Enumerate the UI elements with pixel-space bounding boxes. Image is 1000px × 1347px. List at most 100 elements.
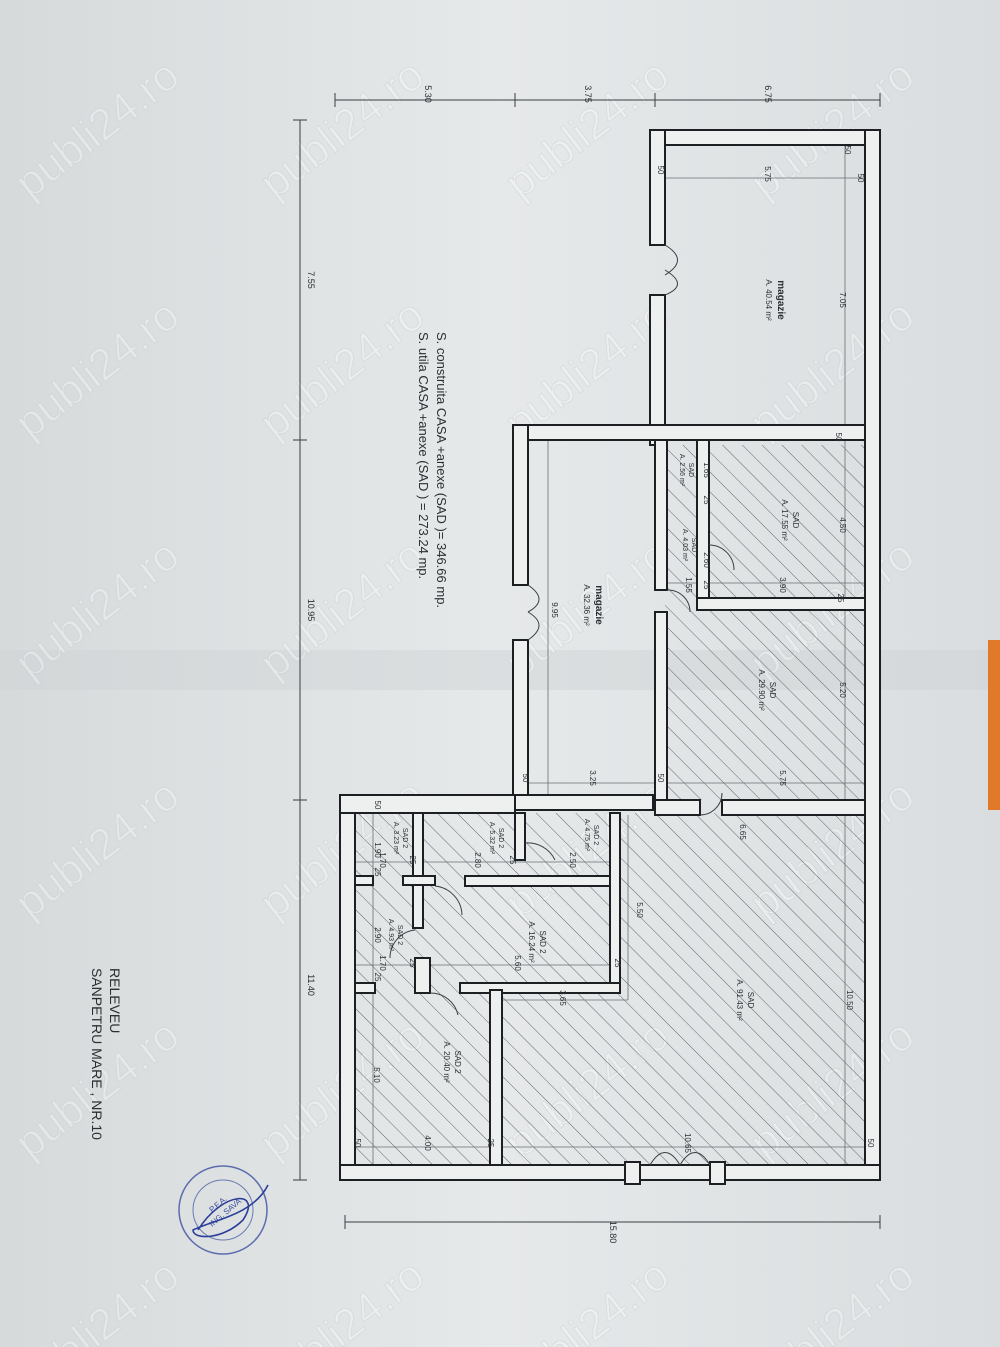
room-area: A. 5.32 m² <box>488 822 495 855</box>
dimension-label: 50 <box>373 801 382 810</box>
hatched-areas <box>355 445 865 1165</box>
room-label-sad-91-43: SAD A. 91.43 m² <box>735 979 755 1021</box>
dimension-label: 25 <box>373 868 382 877</box>
dimension-label: 25 <box>373 973 382 982</box>
room-area: A. 29.90 m² <box>757 669 766 711</box>
dimension-label: 25 <box>408 959 417 968</box>
dimension-label: 25 <box>508 856 517 865</box>
dimension-label: 2.80 <box>473 852 482 868</box>
dimension-label: 50 <box>856 174 865 183</box>
dimension-label: 1.70 <box>378 955 387 971</box>
room-area: A. 40.54 m² <box>764 279 773 321</box>
dimension-label: 15.80 <box>608 1221 618 1244</box>
room-label-sad2-3-23: SAD 2 A. 3.23 m² <box>392 822 408 855</box>
dimension-label: 50 <box>866 1139 875 1148</box>
dimension-label: 5.75 <box>763 166 772 182</box>
room-area: A. 2.56 m² <box>678 454 685 487</box>
room-name: magazie <box>775 280 786 320</box>
room-area: A. 3.23 m² <box>392 822 399 855</box>
room-label-sad2-16-24: SAD 2 A. 16.24 m² <box>527 921 547 963</box>
room-area: A. 4.93 m² <box>387 919 394 952</box>
room-label-sad-29-90: SAD A. 29.90 m² <box>757 669 777 711</box>
dimension-label: 4.50 <box>838 517 847 533</box>
dimension-label: 1.70 <box>378 852 387 868</box>
room-label-sad2-5-32: SAD 2 A. 5.32 m² <box>488 822 504 855</box>
room-area: A. 17.55 m² <box>780 499 789 541</box>
dimension-label: 50 <box>656 166 665 175</box>
dimension-label: 50 <box>521 774 530 783</box>
room-labels: magazie A. 40.54 m² magazie A. 32.36 m² … <box>387 279 800 1083</box>
document-address: SANPETRU MARE , NR.10 <box>89 968 105 1140</box>
dimension-label: 10.50 <box>845 990 854 1011</box>
dimension-label: 11.40 <box>306 974 316 996</box>
dimension-label: 25 <box>702 581 711 590</box>
door-swing-icon <box>708 544 735 571</box>
dimension-label: 50 <box>353 1139 362 1148</box>
dimension-label: 3.25 <box>588 770 597 786</box>
room-name: SAD <box>791 512 800 529</box>
dimension-label: 6.65 <box>738 824 747 840</box>
dimension-label: 3.75 <box>583 85 593 103</box>
room-name: SAD <box>687 463 694 477</box>
room-area: A. 4.03 m² <box>681 529 688 562</box>
room-name: SAD 2 <box>497 828 504 848</box>
outer-dimension-lines <box>293 93 881 1229</box>
door-swing-icon <box>699 792 723 816</box>
door-swing-icon <box>649 1152 711 1166</box>
orange-edge <box>988 640 1000 810</box>
dimension-label: 9.95 <box>550 602 559 618</box>
room-label-sad2-4-93: SAD 2 A. 4.93 m² <box>387 919 403 952</box>
dimension-label: 5.10 <box>372 1067 381 1083</box>
summary-built-area: S. construita CASA +anexe (SAD )= 346.66… <box>434 332 449 608</box>
door-swing-icon <box>664 244 678 296</box>
dimension-label: 50 <box>656 774 665 783</box>
dimension-label: 1.65 <box>702 462 711 478</box>
room-name: SAD 2 <box>396 925 403 945</box>
doors <box>389 244 735 1166</box>
summary-useful-area: S. utila CASA +anexe (SAD ) = 273.24 mp. <box>416 332 431 579</box>
room-name: SAD 2 <box>453 1050 462 1074</box>
room-name: SAD <box>768 682 777 699</box>
door-swing-icon <box>389 929 416 959</box>
room-area: A. 91.43 m² <box>735 979 744 1021</box>
dimension-label: 25 <box>613 959 622 968</box>
room-name: SAD <box>746 992 755 1009</box>
document-title: RELEVEU <box>107 968 123 1033</box>
room-label-sad-17-55: SAD A. 17.55 m² <box>780 499 800 541</box>
room-area: A. 16.24 m² <box>527 921 536 963</box>
dimension-label: 2.90 <box>373 927 382 943</box>
dimension-label: 5.50 <box>635 902 644 918</box>
dimension-label: 4.00 <box>423 1135 432 1151</box>
hatch-sad-right <box>665 445 865 800</box>
dimension-label: 5.20 <box>838 682 847 698</box>
dimension-label: 2.60 <box>702 552 711 568</box>
dimension-label: 25 <box>836 594 845 603</box>
dimension-label: 5.75 <box>778 770 787 786</box>
dimension-label: 10.65 <box>683 1133 692 1154</box>
door-swing-icon <box>666 589 691 613</box>
dimension-label: 25 <box>702 496 711 505</box>
dimension-label: 50 <box>843 146 852 155</box>
dimension-label: 3.65 <box>558 990 567 1006</box>
dimension-label: 7.55 <box>306 271 316 289</box>
dimension-label: 25 <box>486 1139 495 1148</box>
dimension-label: 5.60 <box>513 955 522 971</box>
room-area: A. 20.40 m² <box>442 1041 451 1083</box>
signature <box>192 1184 269 1238</box>
door-swing-icon <box>429 992 459 1016</box>
room-label-magazie-1: magazie A. 40.54 m² <box>764 279 786 321</box>
room-area: A. 4.75 m² <box>583 819 590 852</box>
dimension-label: 10.95 <box>306 599 316 622</box>
room-area: A. 32.36 m² <box>582 584 591 626</box>
room-name: SAD 2 <box>401 828 408 848</box>
dimension-label: 1.55 <box>684 577 693 593</box>
room-label-sad-2-56: SAD A. 2.56 m² <box>678 454 694 487</box>
dimension-label: 3.90 <box>778 577 787 593</box>
hatch-sad-large <box>500 813 865 1165</box>
room-name: SAD 2 <box>592 825 599 845</box>
hatch-sad2-lower <box>355 990 490 1165</box>
interior-dimension-lines <box>340 140 880 1180</box>
room-label-sad-4-03: SAD A. 4.03 m² <box>681 529 697 562</box>
